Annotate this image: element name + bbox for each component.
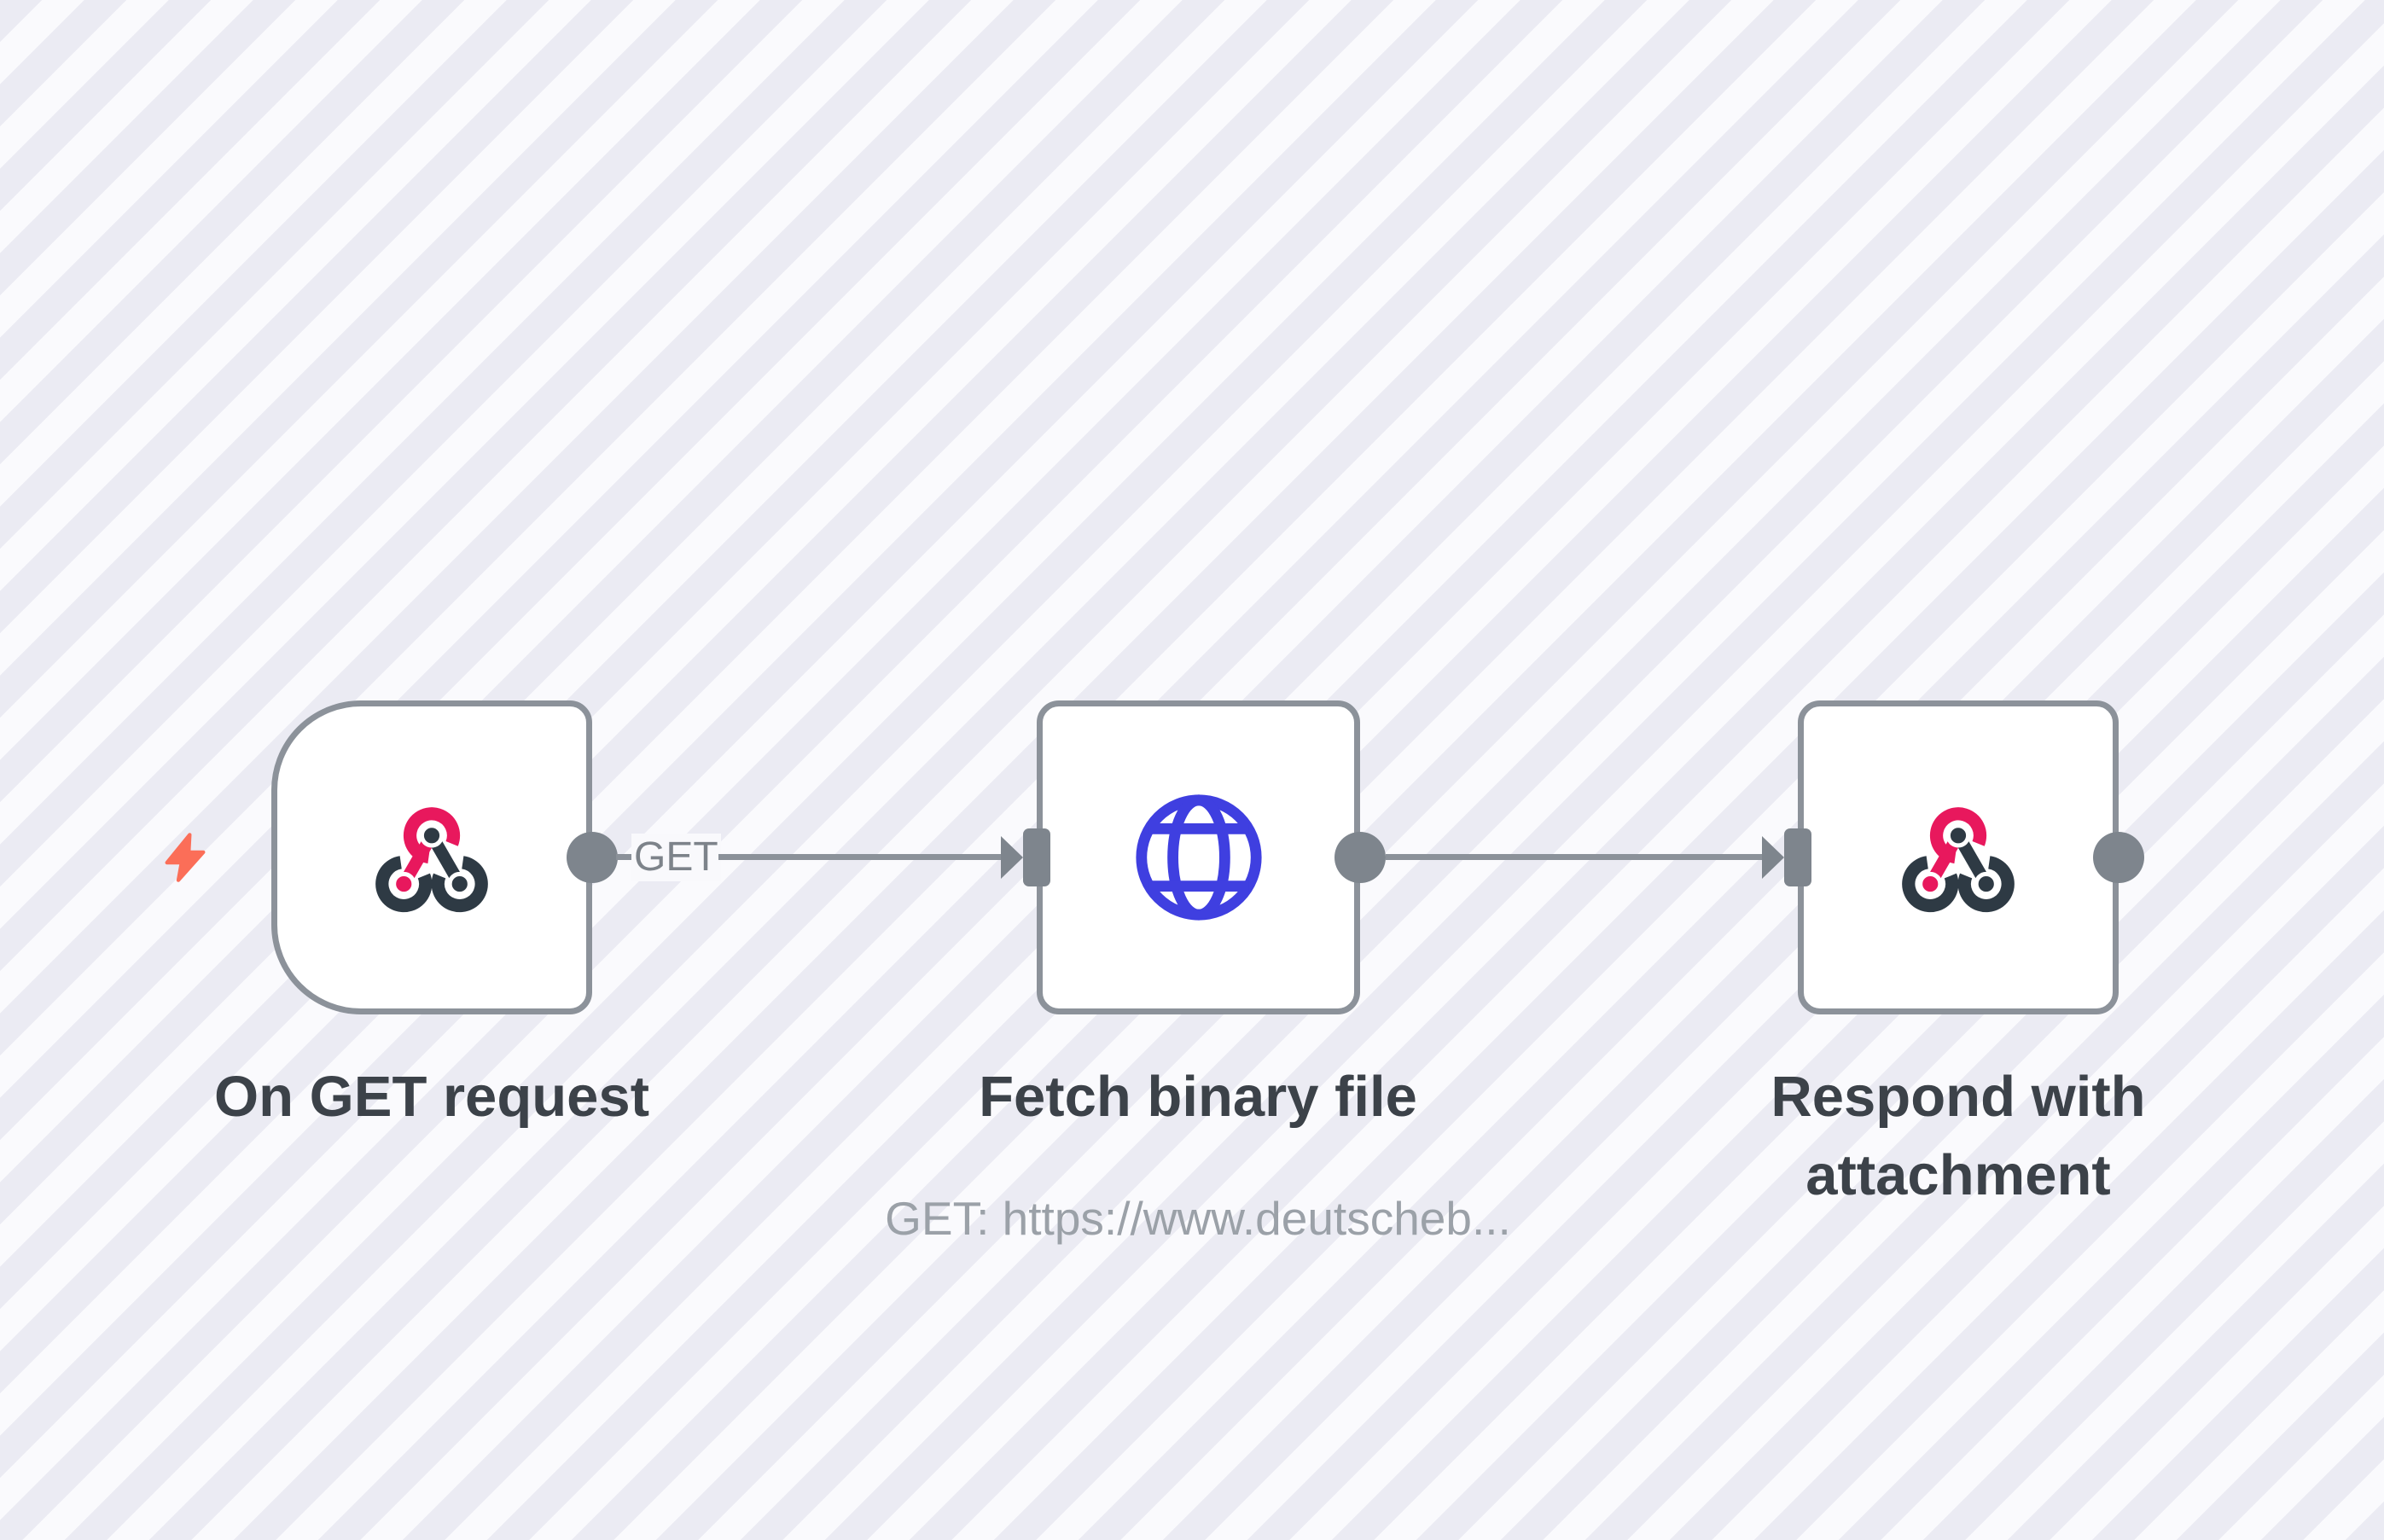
node-fetch-binary-file[interactable]	[1037, 700, 1360, 1014]
node-subtitle-fetch-binary-file: GET: https://www.deutscheb...	[885, 1192, 1511, 1245]
output-port-respond-with-attachment[interactable]	[2093, 832, 2144, 883]
node-title-respond-with-attachment: Respond with attachment	[1771, 1065, 2146, 1208]
connection-1-wire-stub[interactable]	[616, 854, 635, 860]
lightning-bolt-icon	[165, 833, 206, 882]
node-title-on-get-request: On GET request	[213, 1065, 650, 1129]
output-port-fetch-binary-file[interactable]	[1334, 832, 1386, 883]
connection-2-arrowhead-icon	[1762, 836, 1784, 879]
output-port-on-get-request[interactable]	[567, 832, 618, 883]
globe-icon	[1135, 794, 1262, 921]
node-title-fetch-binary-file: Fetch binary file	[979, 1065, 1417, 1129]
connection-1-arrowhead-icon	[1001, 836, 1023, 879]
webhook-icon	[375, 806, 488, 912]
connection-1-label[interactable]: GET	[631, 834, 721, 881]
connection-2-wire[interactable]	[1386, 854, 1764, 860]
input-port-respond-with-attachment[interactable]	[1784, 828, 1811, 886]
input-port-fetch-binary-file[interactable]	[1023, 828, 1050, 886]
node-respond-with-attachment[interactable]	[1798, 700, 2119, 1014]
node-on-get-request[interactable]	[271, 700, 592, 1014]
connection-1-wire[interactable]	[718, 854, 1003, 860]
webhook-icon	[1902, 806, 2015, 912]
